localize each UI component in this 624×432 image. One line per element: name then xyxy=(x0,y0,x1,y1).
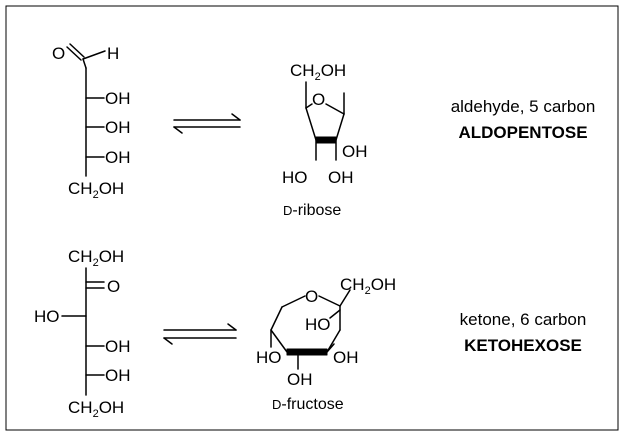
fructose-oh-1: OH xyxy=(105,337,131,356)
ch2oh-subscript: 2 xyxy=(93,189,99,201)
ribose-ring-oh-bottom: OH xyxy=(328,168,354,187)
ch2oh-subscript: 2 xyxy=(365,285,371,297)
ch2oh-main: CH xyxy=(340,275,365,294)
ribose-o-c1-bond xyxy=(325,103,345,115)
ribose-ring-oxygen: O xyxy=(312,90,325,109)
fructose-c2-ch2oh-bond xyxy=(339,289,351,307)
fructose-classification: KETOHEXOSE xyxy=(464,336,582,355)
ribose-oh-3: OH xyxy=(105,148,131,167)
ribose-c4-o-bond xyxy=(305,103,313,109)
caption-name: -ribose xyxy=(292,202,341,219)
ribose-c1-c2-bond xyxy=(82,58,87,69)
fructose-o-c2-bond xyxy=(318,295,341,307)
ch2oh-subscript: 2 xyxy=(93,257,99,269)
fructose-ring-ho-inner: HO xyxy=(305,315,331,334)
fructose-c2-oh-bond xyxy=(329,309,341,319)
caption-prefix: D xyxy=(283,203,292,218)
ch2oh-main: CH xyxy=(68,247,93,266)
ch2oh-main: CH xyxy=(68,179,93,198)
ribose-ring-ch2oh: CH2OH xyxy=(290,61,346,83)
fructose-ring-ho-left: HO xyxy=(256,348,282,367)
fructose-c3-oh-bond xyxy=(326,343,335,353)
ch2oh-main: CH xyxy=(290,61,315,80)
ribose-description: aldehyde, 5 carbon xyxy=(451,97,596,116)
ch2oh-tail: OH xyxy=(99,247,125,266)
fructose-open-chain: CH2OH O HO OH OH CH2OH xyxy=(34,247,131,420)
fructose-c5-c4-bond xyxy=(270,329,288,353)
ribose-ring-oh-right: OH xyxy=(342,142,368,161)
ch2oh-tail: OH xyxy=(371,275,397,294)
ch2oh-tail: OH xyxy=(321,61,347,80)
fructose-ring-ch2oh: CH2OH xyxy=(340,275,396,297)
ribose-c1-c2-bond xyxy=(335,113,345,141)
fructose-caption: D-fructose xyxy=(272,396,344,413)
ch2oh-tail: OH xyxy=(99,179,125,198)
fructose-description: ketone, 6 carbon xyxy=(460,310,587,329)
ch2oh-subscript: 2 xyxy=(93,408,99,420)
ribose-c3-c2-wedge xyxy=(315,136,337,144)
fructose-o-c6-bond xyxy=(281,295,306,308)
forward-arrow-head xyxy=(227,323,237,331)
ribose-caption: D-ribose xyxy=(283,202,341,219)
fructose-chain-ch2oh-top: CH2OH xyxy=(68,247,124,269)
ribose-oh-2: OH xyxy=(105,118,131,137)
fructose-chain-ho: HO xyxy=(34,307,60,326)
fructose-c1-c3-bond xyxy=(326,329,341,353)
forward-arrow-head xyxy=(231,113,241,121)
fructose-c6-c5-bond xyxy=(270,306,283,331)
ch2oh-tail: OH xyxy=(99,398,125,417)
reverse-arrow-head xyxy=(173,126,183,134)
ribose-carbonyl-oxygen: O xyxy=(52,44,65,63)
caption-name: -fructose xyxy=(281,396,343,413)
fructose-chain-ch2oh-bottom: CH2OH xyxy=(68,398,124,420)
ch2oh-subscript: 2 xyxy=(315,71,321,83)
ribose-oh-1: OH xyxy=(105,89,131,108)
ribose-aldehyde-h-bond xyxy=(82,50,106,60)
ribose-carbonyl-bond-a xyxy=(66,46,82,61)
fructose-ring-oh-bottom: OH xyxy=(287,370,313,389)
ribose-ring: CH2OH O OH HO OH xyxy=(282,61,368,187)
fructose-ring-oh-right: OH xyxy=(333,348,359,367)
diagram-frame xyxy=(5,5,619,431)
fructose-equilibrium-arrows xyxy=(163,323,237,345)
fructose-carbonyl-oxygen: O xyxy=(107,277,120,296)
ribose-aldehyde-hydrogen: H xyxy=(107,44,119,63)
fructose-ring-oxygen: O xyxy=(305,287,318,306)
ribose-classification: ALDOPENTOSE xyxy=(458,123,587,142)
ribose-c4-c3-bond xyxy=(305,107,317,141)
ribose-ring-ho-bottom: HO xyxy=(282,168,308,187)
fructose-c4-c3-wedge xyxy=(286,348,328,356)
ribose-equilibrium-arrows xyxy=(173,113,241,134)
ribose-chain-ch2oh: CH2OH xyxy=(68,179,124,201)
ch2oh-main: CH xyxy=(68,398,93,417)
caption-prefix: D xyxy=(272,397,281,412)
fructose-ring: O CH2OH HO HO OH OH xyxy=(256,275,396,389)
reverse-arrow-head xyxy=(163,337,173,345)
fructose-oh-2: OH xyxy=(105,366,131,385)
ribose-open-chain: O H OH OH OH CH2OH xyxy=(52,43,131,201)
ribose-carbonyl-bond-b xyxy=(69,43,85,58)
